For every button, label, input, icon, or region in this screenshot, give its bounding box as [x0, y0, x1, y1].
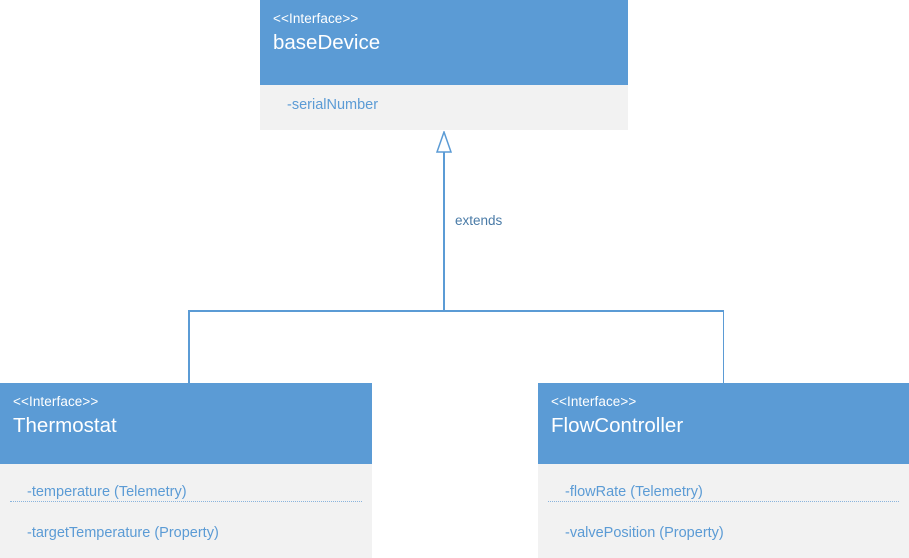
class-header-thermostat: <<Interface>> Thermostat	[0, 383, 372, 464]
generalization-arrowhead-icon	[435, 129, 453, 153]
class-attribute-label: -temperature (Telemetry)	[27, 484, 187, 500]
class-name: FlowController	[551, 414, 684, 437]
connector-drop-to-flow-controller	[722, 310, 724, 383]
class-body-flow-controller: -flowRate (Telemetry) -valvePosition (Pr…	[538, 464, 909, 558]
class-stereotype: <<Interface>>	[551, 394, 637, 409]
class-box-flow-controller[interactable]: <<Interface>> FlowController -flowRate (…	[538, 383, 909, 558]
attribute-separator	[548, 501, 899, 502]
class-attribute-label: -flowRate (Telemetry)	[565, 484, 703, 500]
class-attribute-label: -valvePosition (Property)	[565, 525, 724, 541]
class-name: Thermostat	[13, 414, 117, 437]
attribute-separator	[10, 501, 362, 502]
class-box-thermostat[interactable]: <<Interface>> Thermostat -temperature (T…	[0, 383, 372, 558]
class-box-base-device[interactable]: <<Interface>> baseDevice -serialNumber	[260, 0, 628, 130]
class-attribute-row[interactable]: -temperature (Telemetry)	[0, 464, 372, 501]
class-attribute-row[interactable]: -targetTemperature (Property)	[0, 501, 372, 542]
class-attribute-row[interactable]: -flowRate (Telemetry)	[538, 464, 909, 501]
class-body-base-device: -serialNumber	[260, 85, 628, 130]
connector-horizontal-bar	[188, 310, 724, 312]
connector-vertical-trunk	[443, 152, 445, 311]
class-header-base-device: <<Interface>> baseDevice	[260, 0, 628, 85]
class-header-flow-controller: <<Interface>> FlowController	[538, 383, 909, 464]
class-attribute-row[interactable]: -serialNumber	[260, 85, 628, 114]
class-attribute-label: -targetTemperature (Property)	[27, 525, 219, 541]
class-attribute-label: -serialNumber	[287, 97, 379, 113]
class-stereotype: <<Interface>>	[13, 394, 99, 409]
class-body-thermostat: -temperature (Telemetry) -targetTemperat…	[0, 464, 372, 558]
relationship-label-extends: extends	[455, 213, 503, 228]
class-attribute-row[interactable]: -valvePosition (Property)	[538, 501, 909, 542]
class-name: baseDevice	[273, 31, 381, 54]
class-stereotype: <<Interface>>	[273, 11, 359, 26]
connector-drop-to-thermostat	[188, 310, 190, 383]
